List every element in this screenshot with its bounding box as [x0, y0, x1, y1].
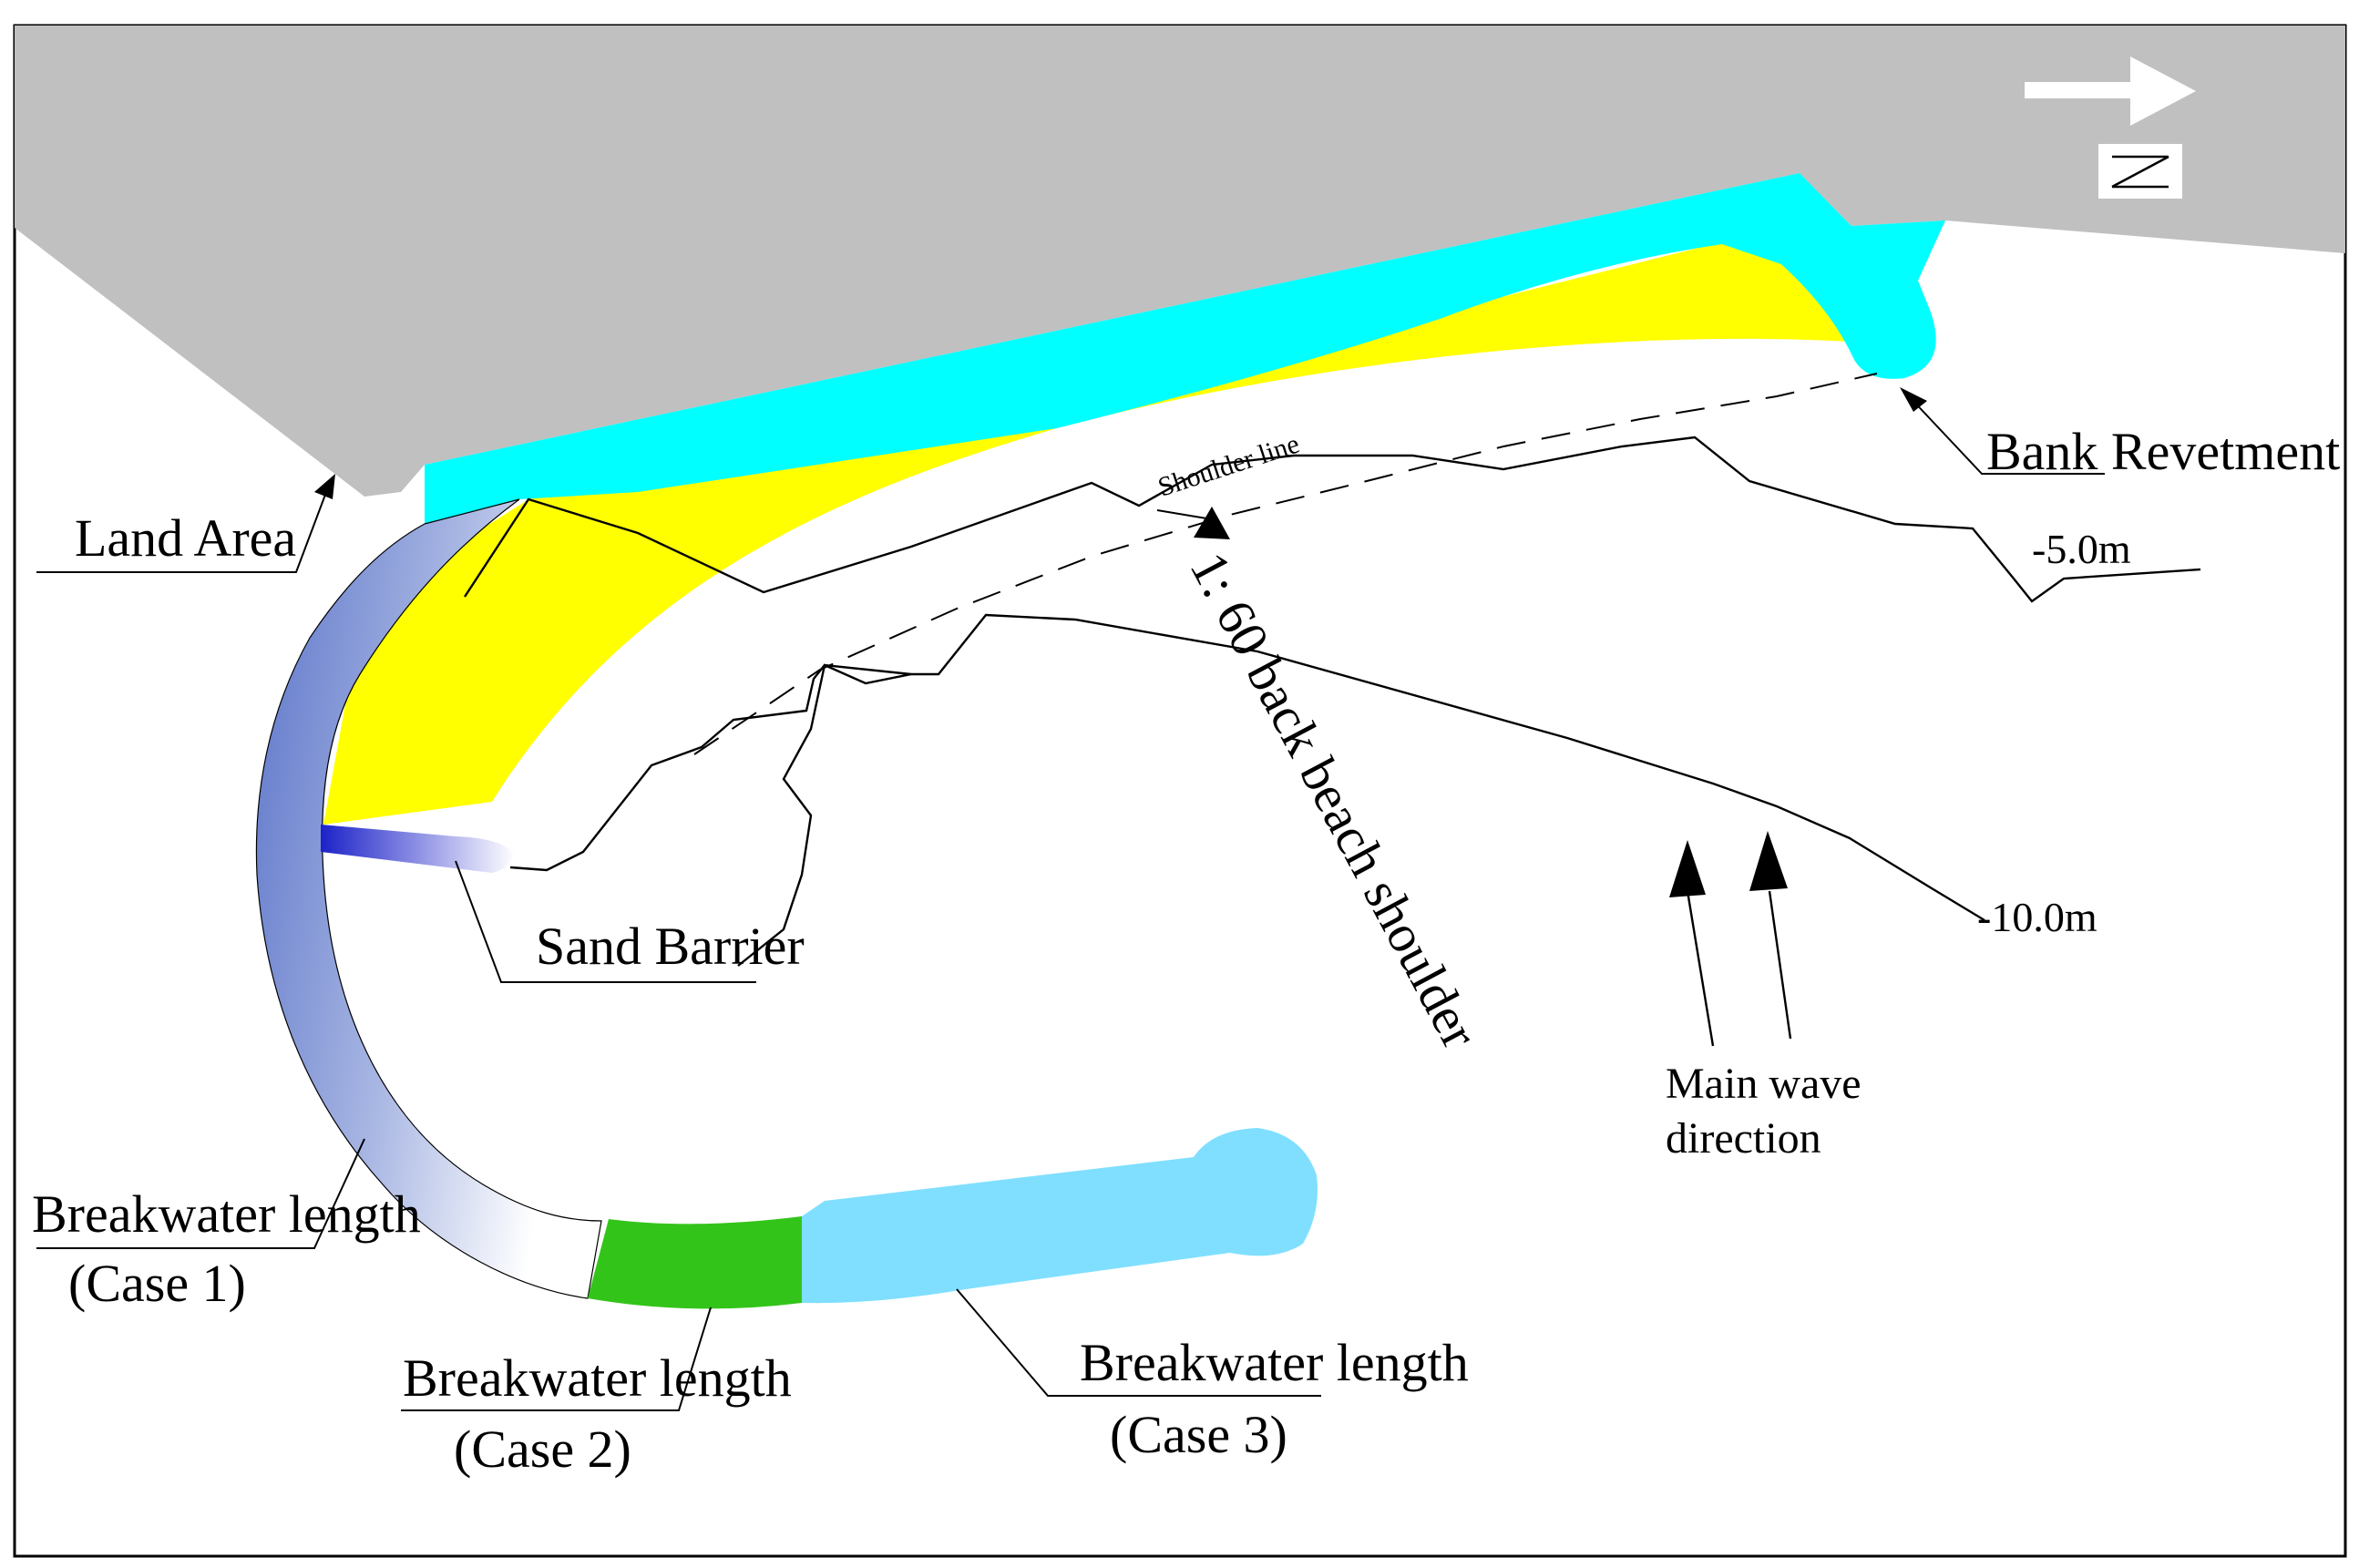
label-breakwater-case3-line2: (Case 3) — [1110, 1405, 1287, 1464]
label-breakwater-case2-line1: Breakwater length — [403, 1348, 792, 1408]
label-breakwater-case3-line1: Breakwater length — [1080, 1333, 1469, 1392]
breakwater-case3 — [802, 1128, 1318, 1304]
back-beach-shoulder-leader — [1156, 509, 1213, 520]
sand-barrier — [321, 825, 515, 873]
case3-leader — [956, 1288, 1321, 1397]
label-breakwater-case2-line2: (Case 2) — [454, 1419, 631, 1479]
label-bank-revetment: Bank Revetment — [1986, 422, 2340, 481]
bank-revetment — [425, 173, 1945, 524]
label-main-wave-direction-2: direction — [1666, 1114, 1821, 1163]
bank-revetment-leader — [1908, 395, 2105, 475]
wave-arrow-2-shaft — [1768, 890, 1792, 1040]
case2-leader — [401, 1307, 712, 1411]
label-contour-5m: -5.0m — [2032, 526, 2131, 572]
wave-arrow-1-head — [1669, 840, 1706, 897]
wave-arrow-1-shaft — [1686, 890, 1715, 1047]
north-symbol-icon — [2111, 155, 2169, 189]
case1-leader — [36, 1138, 365, 1249]
land-area — [15, 26, 2345, 497]
land-area-leader — [36, 487, 329, 573]
label-contour-10m: -10.0m — [1977, 894, 2097, 940]
label-breakwater-case1-line1: Breakwater length — [32, 1184, 421, 1244]
bank-revetment-arrowhead — [1900, 387, 1927, 412]
label-main-wave-direction-1: Main wave — [1666, 1060, 1862, 1108]
label-land-area: Land Area — [75, 508, 296, 568]
land-area-arrowhead — [314, 474, 335, 499]
label-sand-barrier: Sand Barrier — [536, 917, 805, 976]
beach-fill-area — [323, 241, 1861, 825]
back-beach-shoulder-dashed-line — [693, 373, 1878, 755]
back-beach-shoulder-arrowhead — [1194, 507, 1230, 539]
north-arrow — [2025, 56, 2196, 126]
shoulder-line — [463, 436, 2201, 603]
sand-barrier-leader — [455, 860, 756, 983]
wave-arrow-2-head — [1749, 831, 1788, 891]
breakwater-case2 — [588, 1216, 802, 1309]
label-breakwater-case1-line2: (Case 1) — [68, 1254, 246, 1313]
contour-10m-branch — [737, 663, 912, 967]
